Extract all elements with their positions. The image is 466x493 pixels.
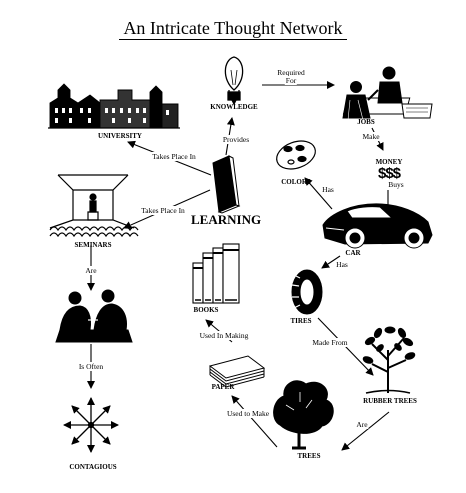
car-icon xyxy=(322,203,433,249)
node-colors-label: COLORS xyxy=(281,178,311,186)
seminars-stage-icon xyxy=(49,174,139,238)
node-fun-label: FUN xyxy=(83,336,99,344)
edge-label-has-colors: Has xyxy=(321,185,335,194)
rubber-tree-icon xyxy=(362,326,416,394)
fun-people-icon xyxy=(55,289,133,343)
edge-car-colors xyxy=(304,177,333,210)
node-university-label: UNIVERSITY xyxy=(98,132,142,140)
tire-icon xyxy=(291,269,323,315)
books-stack-icon xyxy=(192,243,240,304)
edge-car-tires xyxy=(321,255,341,269)
node-paper-label: PAPER xyxy=(211,383,235,391)
diagram-title: An Intricate Thought Network xyxy=(0,18,466,40)
node-jobs-label: JOBS xyxy=(357,118,375,126)
edge-label-are-trees: Are xyxy=(355,420,369,429)
edge-label-required: Required xyxy=(276,68,306,77)
edge-label-takes-place-in-university: Takes Place In xyxy=(151,152,197,161)
edge-label-buys: Buys xyxy=(387,180,405,189)
edge-label-has-tires: Has xyxy=(335,260,349,269)
edge-label-provides: Provides xyxy=(221,135,251,144)
node-rubber-trees-label: RUBBER TREES xyxy=(363,397,417,405)
node-books-label: BOOKS xyxy=(193,306,219,314)
contagious-radiating-icon xyxy=(63,397,119,453)
edge-trees-paper xyxy=(231,395,278,448)
edge-label-used-in-making: Used In Making xyxy=(198,331,250,340)
node-money-label: MONEY xyxy=(375,158,403,166)
node-seminars-label: SEMINARS xyxy=(74,241,112,249)
edge-label-make: Make xyxy=(361,132,381,141)
money-symbol: $$$ xyxy=(377,165,401,182)
edge-label-takes-place-in-seminars: Takes Place In xyxy=(140,206,186,215)
node-knowledge-label: KNOWLEDGE xyxy=(210,103,258,111)
edge-label-for: For xyxy=(284,76,298,85)
edge-label-made-from: Made From xyxy=(311,338,349,347)
center-learning-label: LEARNING xyxy=(191,212,262,227)
node-tires-label: TIRES xyxy=(290,317,312,325)
paper-stack-icon xyxy=(208,355,266,388)
node-contagious-label: CONTAGIOUS xyxy=(69,463,117,471)
university-building-icon xyxy=(48,83,180,129)
jobs-office-icon xyxy=(342,66,433,121)
edge-label-are-fun: Are xyxy=(84,266,98,275)
learning-book-icon xyxy=(212,155,241,214)
edge-label-used-to-make: Used to Make xyxy=(225,409,271,418)
node-trees-label: TREES xyxy=(297,452,321,460)
edge-rubber-trees xyxy=(341,411,390,451)
trees-icon xyxy=(273,380,334,450)
edge-label-is-often: Is Often xyxy=(77,362,105,371)
colors-palette-icon xyxy=(276,140,316,170)
node-car-label: CAR xyxy=(345,249,361,257)
knowledge-bulb-icon xyxy=(224,56,244,106)
